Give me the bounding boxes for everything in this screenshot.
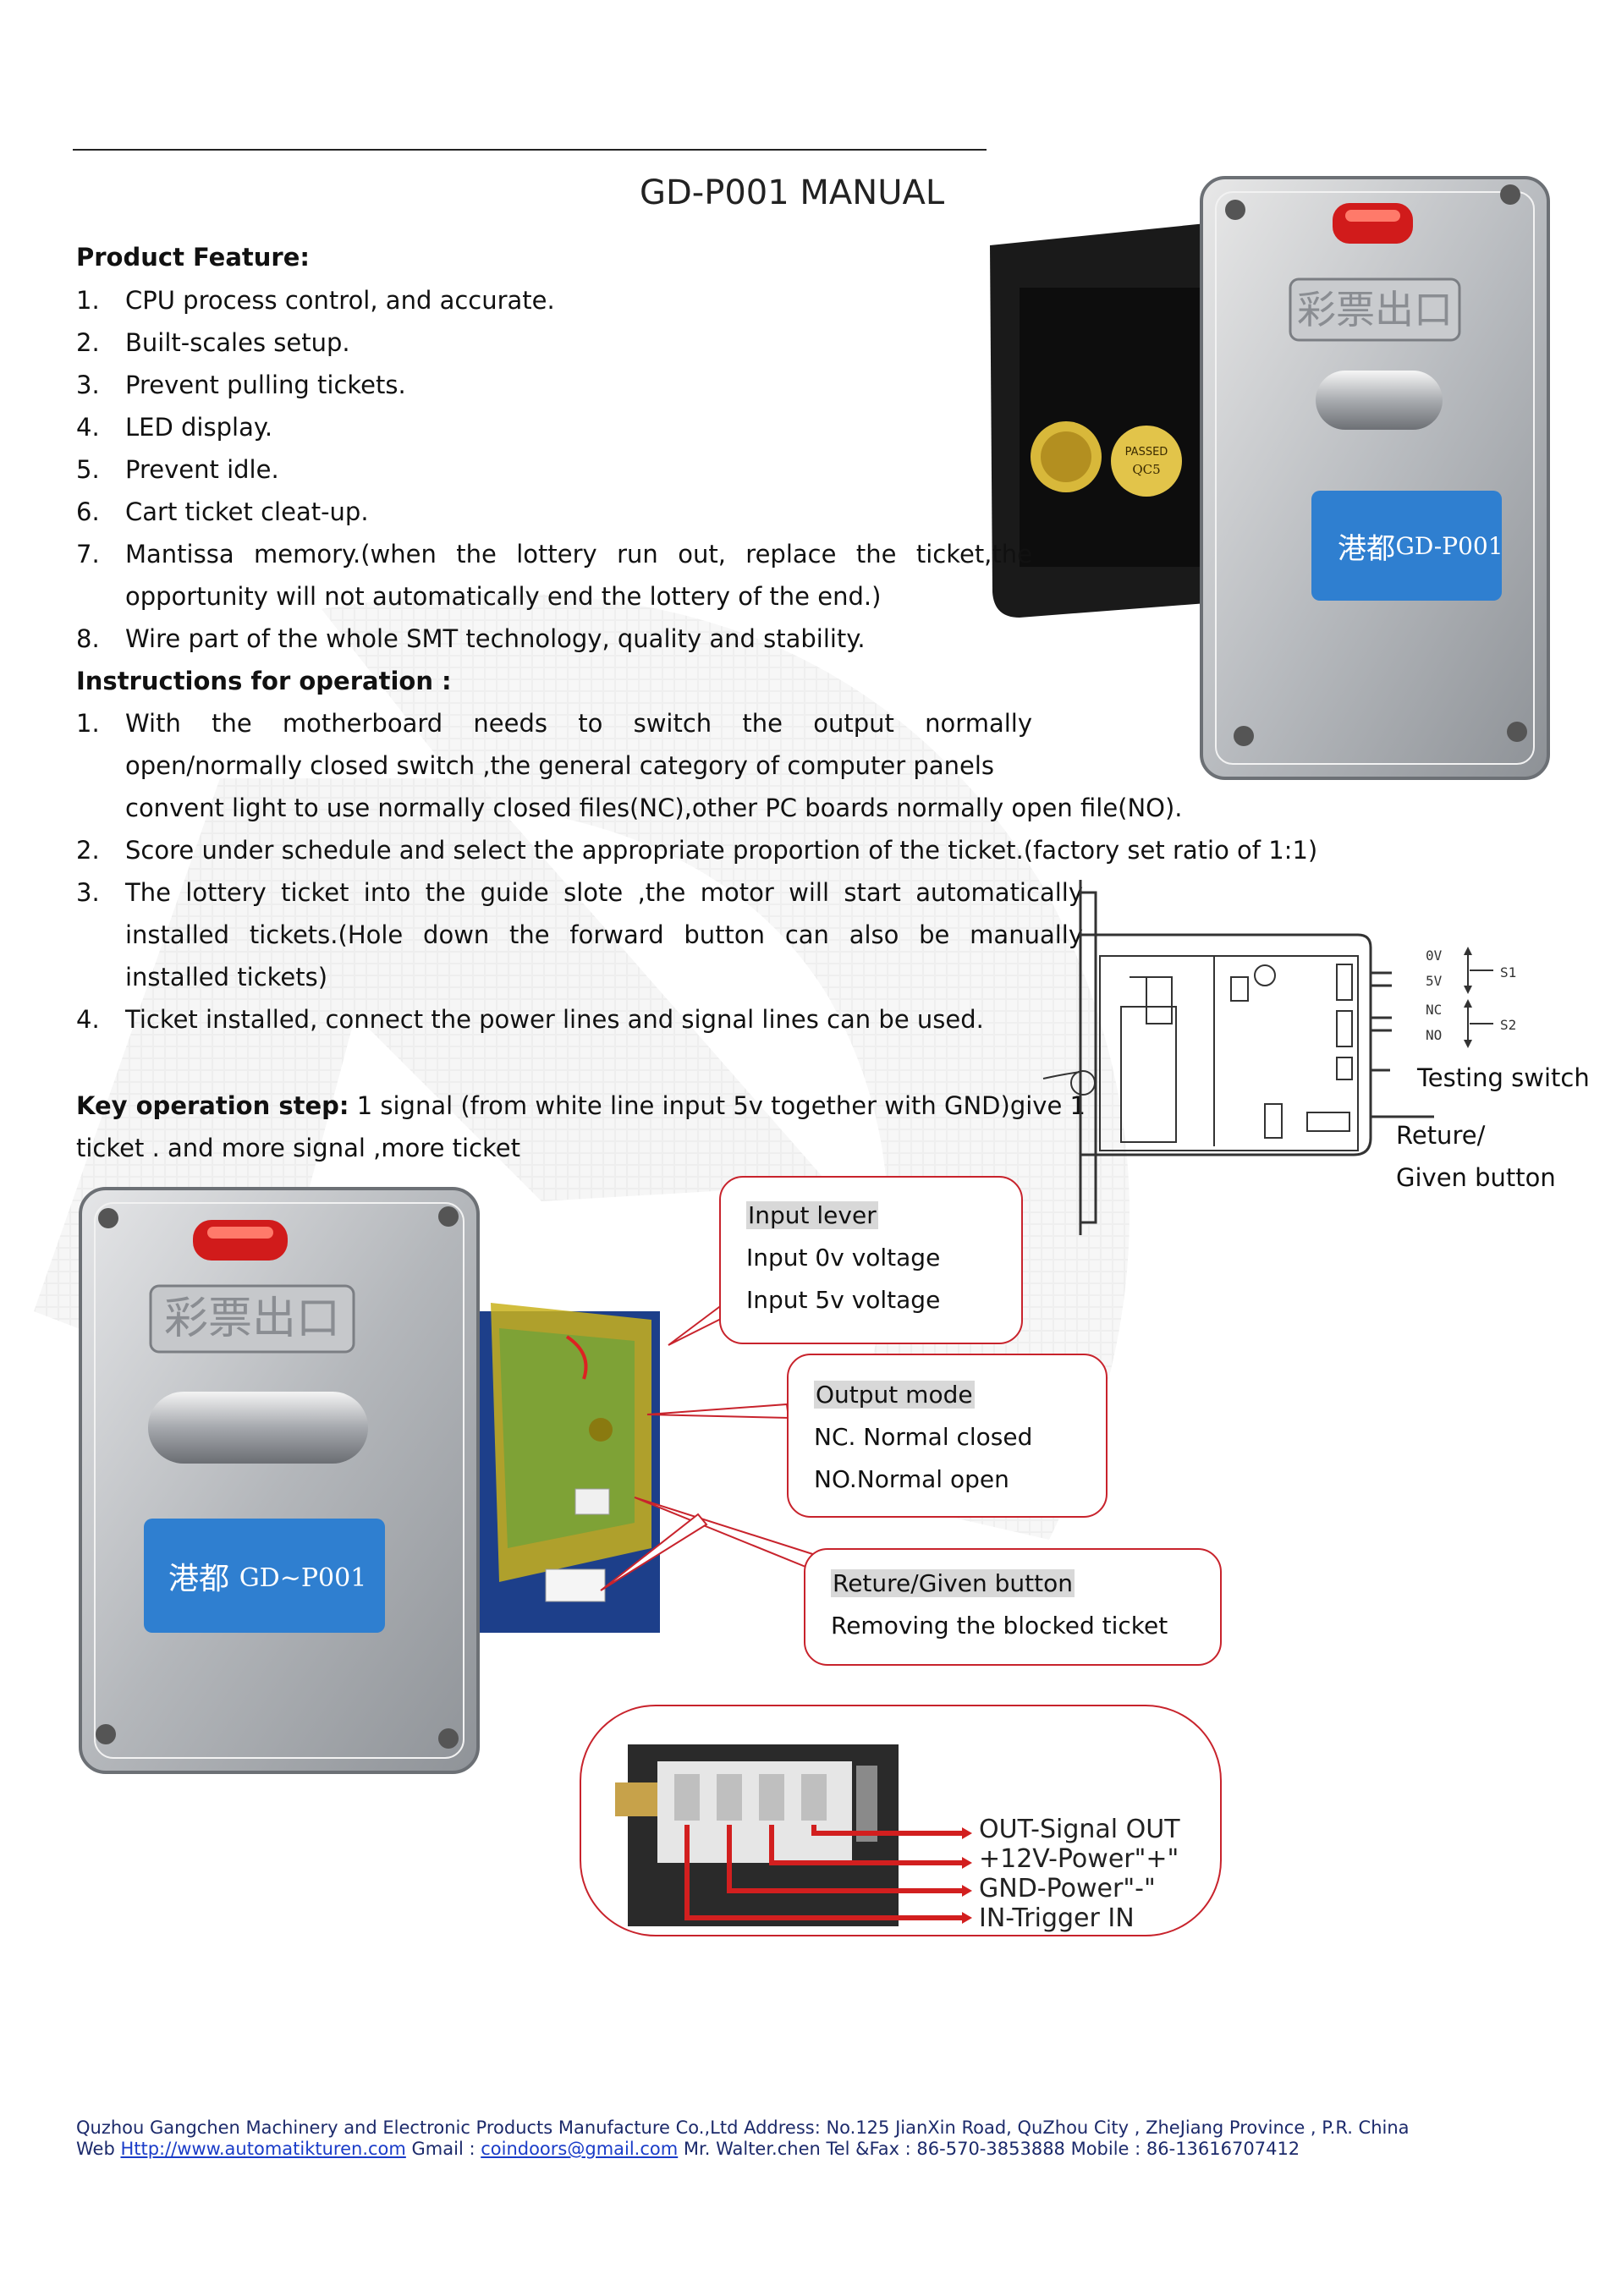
device-photo-top: PASSED QC5 彩票出口 港都 GD-P001	[986, 144, 1553, 787]
label-no: NO	[1426, 1027, 1442, 1043]
callout-reture-button: Reture/Given button Removing the blocked…	[804, 1548, 1222, 1666]
connector-out-label: OUT-Signal OUT	[979, 1815, 1180, 1844]
feature-item-7: 7. Mantissa memory.(when the lottery run…	[76, 540, 1032, 611]
plate-chinese-bottom: 彩票出口	[164, 1294, 340, 1344]
device-photo-bottom: 彩票出口 港都 GD~P001	[76, 1184, 668, 1827]
reture-label-line2: Given button	[1396, 1163, 1556, 1192]
label-s2: S2	[1500, 1017, 1516, 1033]
label-0v: 0V	[1426, 948, 1443, 964]
model-label-top: GD-P001	[1395, 532, 1503, 560]
sticker-passed: PASSED	[1125, 446, 1168, 459]
reture-label-line1: Reture/	[1396, 1121, 1486, 1150]
callout-connector: OUT-Signal OUT +12V-Power"+" GND-Power"-…	[580, 1705, 1222, 1936]
sticker-qc: QC5	[1132, 462, 1160, 477]
label-s1: S1	[1500, 964, 1516, 980]
footer-web-link[interactable]: Http://www.automatikturen.com	[120, 2139, 406, 2159]
instructions-heading: Instructions for operation :	[76, 667, 452, 695]
brand-chinese-top: 港都	[1338, 532, 1395, 566]
plate-chinese-top: 彩票出口	[1297, 287, 1453, 332]
connector-in-label: IN-Trigger IN	[979, 1903, 1135, 1933]
callout-input-lever: Input lever Input 0v voltage Input 5v vo…	[719, 1176, 1023, 1344]
connector-12v-label: +12V-Power"+"	[979, 1844, 1179, 1874]
testing-switch-label: Testing switch	[1417, 1063, 1590, 1092]
label-nc: NC	[1426, 1002, 1442, 1018]
instruction-item-3: 3. The lottery ticket into the guide slo…	[76, 878, 1083, 991]
footer-contact: Web Http://www.automatikturen.com Gmail …	[76, 2139, 1300, 2159]
page-title: GD-P001 MANUAL	[640, 173, 945, 212]
features-heading: Product Feature:	[76, 243, 310, 272]
footer-email-link[interactable]: coindoors@gmail.com	[481, 2139, 679, 2159]
brand-chinese-bottom: 港都	[168, 1562, 229, 1596]
key-step-line1: Key operation step: 1 signal (from white…	[76, 1091, 1086, 1120]
callout-output-mode: Output mode NC. Normal closed NO.Normal …	[787, 1354, 1108, 1518]
instruction-item-1: 1. With the motherboard needs to switch …	[76, 709, 1183, 822]
label-5v: 5V	[1426, 973, 1443, 989]
top-rule	[73, 149, 987, 151]
key-step-line2: ticket . and more signal ,more ticket	[76, 1134, 521, 1162]
key-step-label: Key operation step:	[76, 1091, 349, 1120]
connector-gnd-label: GND-Power"-"	[979, 1874, 1156, 1903]
wiring-diagram: 0V 5V NC NO S1 S2	[1036, 876, 1603, 1239]
footer-company-address: Quzhou Gangchen Machinery and Electronic…	[76, 2117, 1410, 2138]
model-label-bottom: GD~P001	[239, 1563, 367, 1593]
